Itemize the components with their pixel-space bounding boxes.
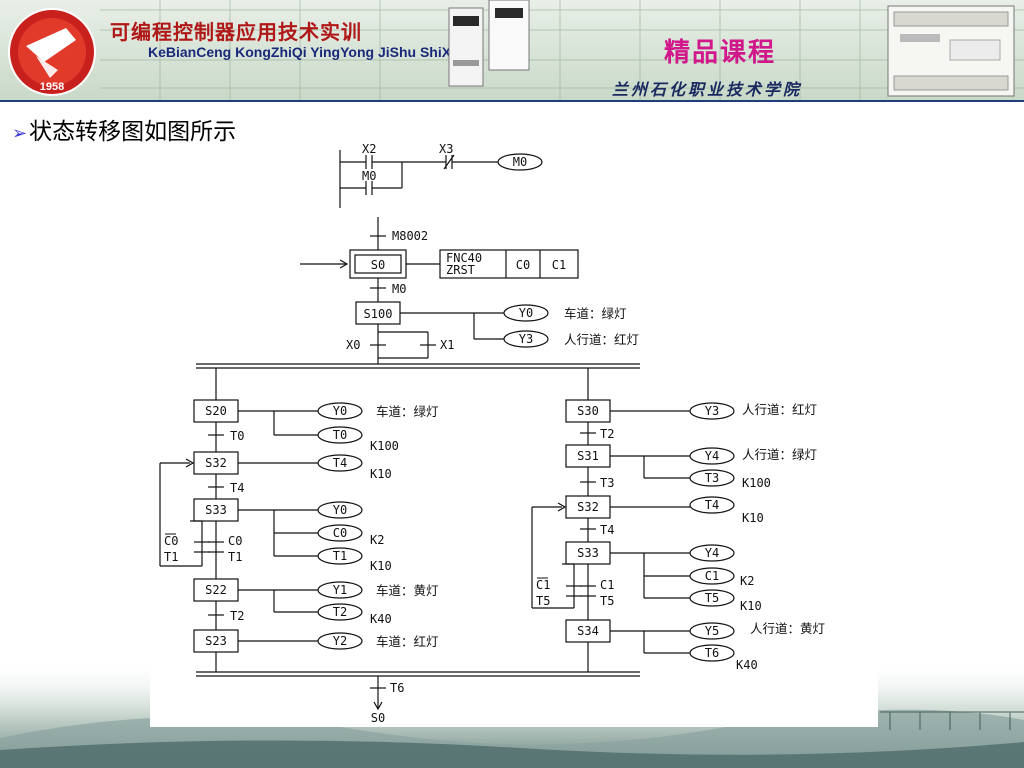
s23-y2-label: Y2	[333, 634, 347, 648]
state-s34-label: S34	[577, 624, 599, 638]
state-s31-label: S31	[577, 449, 599, 463]
right-trans-t3-label: T3	[600, 476, 614, 490]
left-s32-t4-label: T4	[333, 456, 347, 470]
trans-x1-label: X1	[440, 338, 454, 352]
s22-t2-label: T2	[333, 605, 347, 619]
top-rung	[339, 150, 543, 208]
right-state-s33-label: S33	[577, 546, 599, 560]
sfc-diagram-canvas: X2 X3 M0 M0 M8002 S0 FNC40 ZRST C0 C1 M0…	[159, 142, 825, 725]
s20-t0-label: T0	[333, 428, 347, 442]
left-state-s33-label: S33	[205, 503, 227, 517]
left-state-s32-label: S32	[205, 456, 227, 470]
s23-y2-desc: 车道：红灯	[376, 634, 439, 649]
s100-y3-label: Y3	[519, 332, 533, 346]
s31-y4-desc: 人行道：绿灯	[742, 447, 817, 462]
course-pinyin: KeBianCeng KongZhiQi YingYong JiShu ShiX…	[148, 44, 469, 60]
right-state-s32-label: S32	[577, 500, 599, 514]
right-s33-k2-label: K2	[740, 574, 754, 588]
left-loop-t1-label: T1	[164, 550, 178, 564]
arg-c1-label: C1	[552, 258, 566, 272]
left-s32-k10-label: K10	[370, 467, 392, 481]
slide-heading: ➢状态转移图如图所示	[12, 112, 236, 146]
left-fwd-c0-label: C0	[228, 534, 242, 548]
right-s33-t5-label: T5	[705, 591, 719, 605]
right-fwd-c1-label: C1	[600, 578, 614, 592]
s100-y3-desc: 人行道：红灯	[564, 332, 639, 347]
left-s33-k10-label: K10	[370, 559, 392, 573]
contact-x2-label: X2	[362, 142, 376, 156]
left-s33-c0-label: C0	[333, 526, 347, 540]
s34-t6-label: T6	[705, 646, 719, 660]
right-s32-t4-label: T4	[705, 498, 719, 512]
s22-y1-label: Y1	[333, 583, 347, 597]
right-trans-t2-label: T2	[600, 427, 614, 441]
arrow-bullet-icon: ➢	[12, 123, 28, 144]
plc-module-image	[448, 0, 530, 87]
state-s100-label: S100	[364, 307, 393, 321]
arg-c0-label: C0	[516, 258, 530, 272]
zrst-label: ZRST	[446, 263, 475, 277]
s30-y3-label: Y3	[705, 404, 719, 418]
trigger-m8002-label: M8002	[392, 229, 428, 243]
left-s33-y0-label: Y0	[333, 503, 347, 517]
left-s33-t1-label: T1	[333, 549, 347, 563]
s20-y0-label: Y0	[333, 404, 347, 418]
plc-unit-image	[887, 5, 1015, 97]
contact-x3-label: X3	[439, 142, 453, 156]
trans-t0-label: T0	[230, 429, 244, 443]
right-branch	[531, 399, 735, 672]
state-transition-diagram: X2 X3 M0 M0 M8002 S0 FNC40 ZRST C0 C1 M0…	[150, 142, 878, 727]
s31-k100-label: K100	[742, 476, 771, 490]
state-s22-label: S22	[205, 583, 227, 597]
left-fwd-t1-label: T1	[228, 550, 242, 564]
right-loop-t5-label: T5	[536, 594, 550, 608]
s31-t3-label: T3	[705, 471, 719, 485]
right-loop-c1-label: C1	[536, 578, 550, 592]
left-loop-c0-label: C0	[164, 534, 178, 548]
header-divider	[0, 100, 1024, 102]
circuit-pattern	[100, 0, 1024, 100]
s20-k100-label: K100	[370, 439, 399, 453]
s34-y5-label: Y5	[705, 624, 719, 638]
college-logo: 1958	[8, 8, 96, 96]
s100-y0-desc: 车道：绿灯	[564, 306, 627, 321]
course-title: 可编程控制器应用技术实训	[110, 20, 362, 44]
slide-heading-text: 状态转移图如图所示	[29, 119, 237, 145]
left-trans-t4-label: T4	[230, 481, 244, 495]
left-trans-t2-label: T2	[230, 609, 244, 623]
left-s33-k2-label: K2	[370, 533, 384, 547]
state-s0-label: S0	[371, 258, 385, 272]
fnc40-label: FNC40	[446, 251, 482, 265]
merge-trans-t6-label: T6	[390, 681, 404, 695]
s100-trans-label: M0	[392, 282, 406, 296]
left-branch	[159, 399, 363, 672]
s31-y4-label: Y4	[705, 449, 719, 463]
right-s33-k10-label: K10	[740, 599, 762, 613]
s34-y5-desc: 人行道：黄灯	[750, 621, 825, 636]
selfhold-m0-label: M0	[362, 169, 376, 183]
s22-y1-desc: 车道：黄灯	[376, 583, 439, 598]
state-s23-label: S23	[205, 634, 227, 648]
s22-k40-label: K40	[370, 612, 392, 626]
quality-course-badge: 精品课程	[664, 38, 777, 68]
right-trans-t4-label: T4	[600, 523, 614, 537]
s20-y0-desc: 车道：绿灯	[376, 404, 439, 419]
s100-y0-label: Y0	[519, 306, 533, 320]
s30-y3-desc: 人行道：红灯	[742, 402, 817, 417]
coil-m0-label: M0	[513, 155, 527, 169]
merge-target-s0-label: S0	[371, 711, 385, 725]
state-s30-label: S30	[577, 404, 599, 418]
right-s32-k10-label: K10	[742, 511, 764, 525]
header-banner: 1958 可编程控制器应用技术实训 KeBianCeng KongZhiQi Y…	[0, 0, 1024, 100]
s34-k40-label: K40	[736, 658, 758, 672]
trans-x0-label: X0	[346, 338, 360, 352]
right-s33-c1-label: C1	[705, 569, 719, 583]
right-fwd-t5-label: T5	[600, 594, 614, 608]
college-name: 兰州石化职业技术学院	[612, 80, 803, 99]
logo-year: 1958	[40, 81, 64, 93]
state-s20-label: S20	[205, 404, 227, 418]
right-s33-y4-label: Y4	[705, 546, 719, 560]
